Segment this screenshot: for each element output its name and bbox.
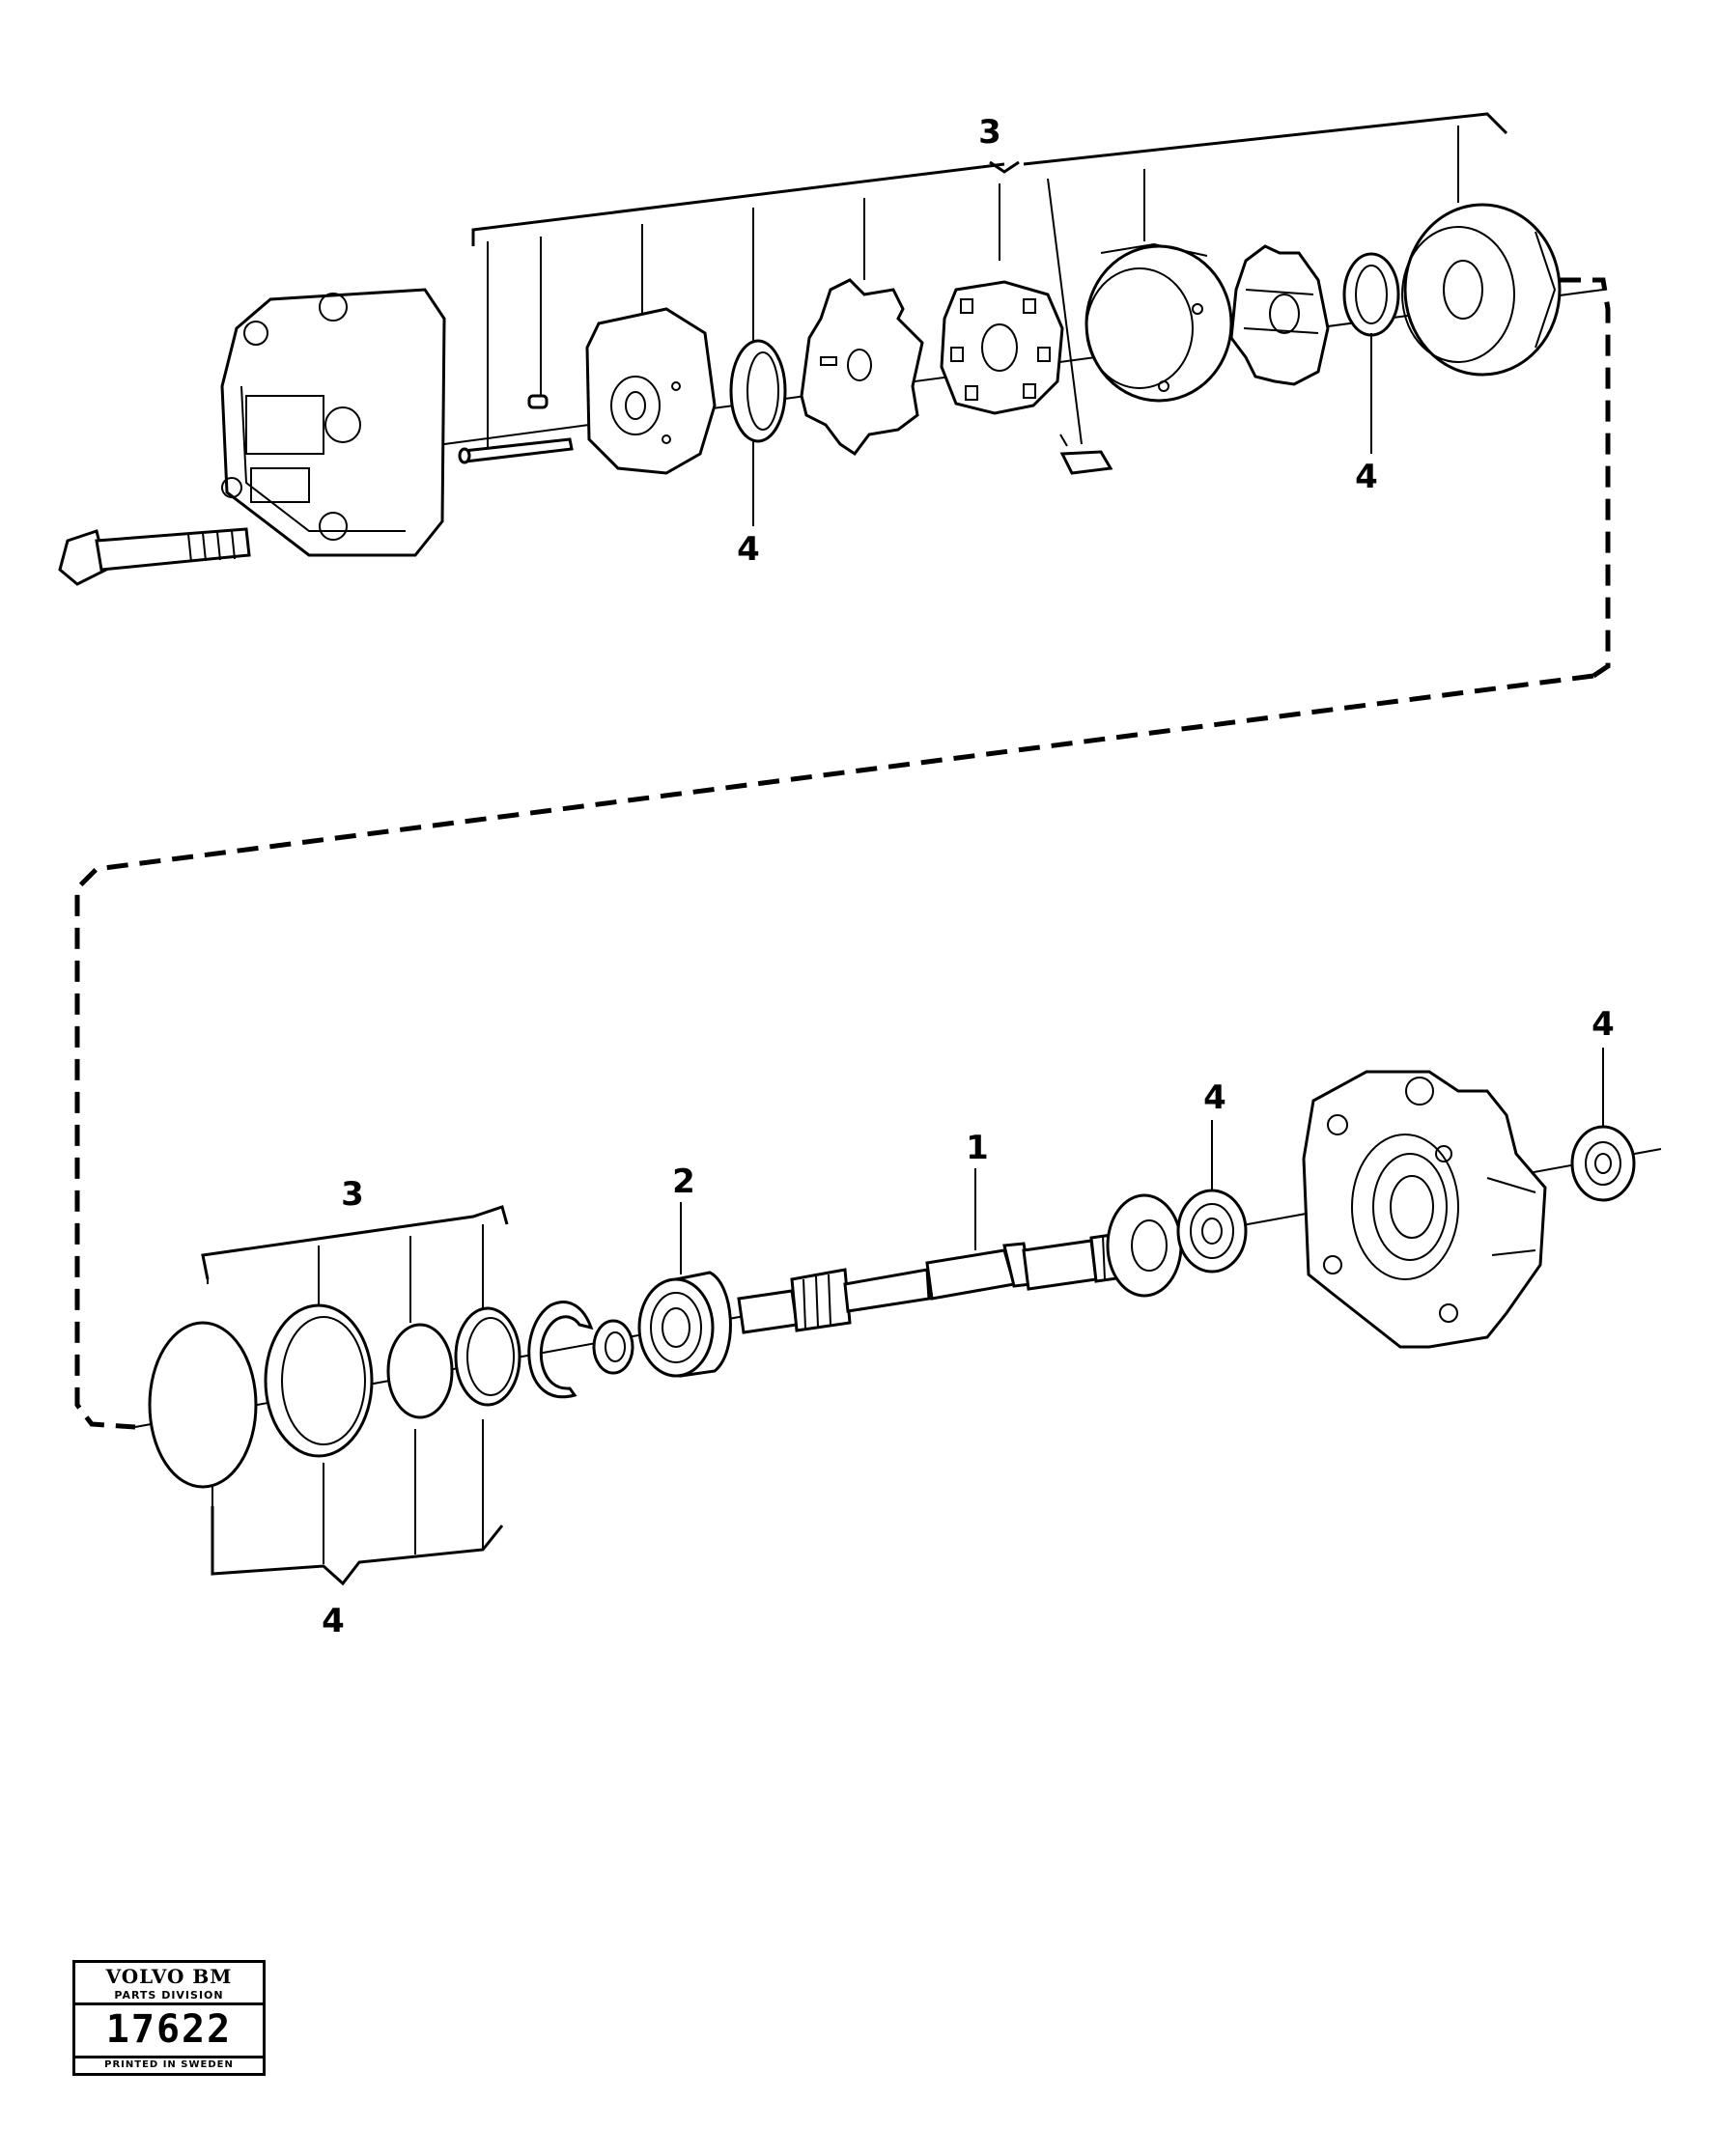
logo-number: 17622 — [105, 2007, 233, 2052]
side-plate-2 — [1229, 244, 1330, 386]
logo-printed: PRINTED IN SWEDEN — [104, 2059, 234, 2070]
pressure-plate — [585, 307, 717, 475]
top-assembly: 3 — [58, 112, 1611, 679]
needle-bearing — [637, 1271, 732, 1378]
drive-shaft — [737, 1229, 1146, 1334]
logo-brand: VOLVO BM — [105, 1965, 233, 1988]
thrust-washer — [1106, 1193, 1183, 1298]
volvo-bm-parts-logo: VOLVO BM PARTS DIVISION 17622 PRINTED IN… — [72, 1960, 266, 2076]
callout-seal-right: 4 — [1591, 1005, 1615, 1044]
callout-top-seal-left: 4 — [737, 530, 760, 569]
bottom-seals-bracket — [211, 1506, 504, 1586]
dowel-pin — [527, 394, 549, 409]
top-group-bracket — [471, 112, 1508, 246]
callout-shaft: 1 — [966, 1129, 989, 1167]
vane-key — [1059, 434, 1113, 475]
bottom-group-bracket — [201, 1205, 509, 1280]
large-o-ring — [148, 1321, 258, 1489]
top-seal-left — [729, 339, 787, 443]
callout-top-group: 3 — [978, 113, 1001, 152]
logo-division: PARTS DIVISION — [114, 1989, 224, 2002]
logo-divider-top — [75, 2002, 263, 2005]
callout-bottom-group: 3 — [341, 1175, 364, 1214]
bottom-assembly: 3 4 — [134, 1005, 1662, 1640]
callout-bottom-group-seals: 4 — [322, 1602, 345, 1640]
side-plate — [800, 278, 924, 457]
retaining-ring — [527, 1301, 594, 1399]
connector-dashed-line — [74, 673, 1594, 1430]
top-bracket-tip — [989, 160, 1020, 174]
o-ring — [386, 1323, 454, 1419]
long-pin — [458, 437, 574, 464]
callout-top-seal-right: 4 — [1355, 458, 1378, 496]
top-seal-right — [1342, 252, 1400, 337]
connector-top-right — [1560, 277, 1611, 679]
mid-shaft-seal — [1176, 1189, 1248, 1274]
cam-ring — [1084, 242, 1233, 403]
front-housing — [1302, 1070, 1547, 1349]
housing-bolt — [58, 527, 251, 586]
right-shaft-seal — [1570, 1125, 1636, 1202]
shaft-seal-ring — [264, 1303, 374, 1458]
logo-divider-bottom — [75, 2056, 263, 2058]
pump-housing — [220, 288, 446, 557]
leader-key — [1047, 178, 1083, 445]
backup-ring — [454, 1306, 521, 1407]
callout-bearing: 2 — [672, 1162, 695, 1201]
rotor — [940, 280, 1064, 415]
callout-seal-mid: 4 — [1203, 1078, 1226, 1117]
end-plate — [1401, 203, 1562, 377]
small-washer — [592, 1319, 634, 1375]
